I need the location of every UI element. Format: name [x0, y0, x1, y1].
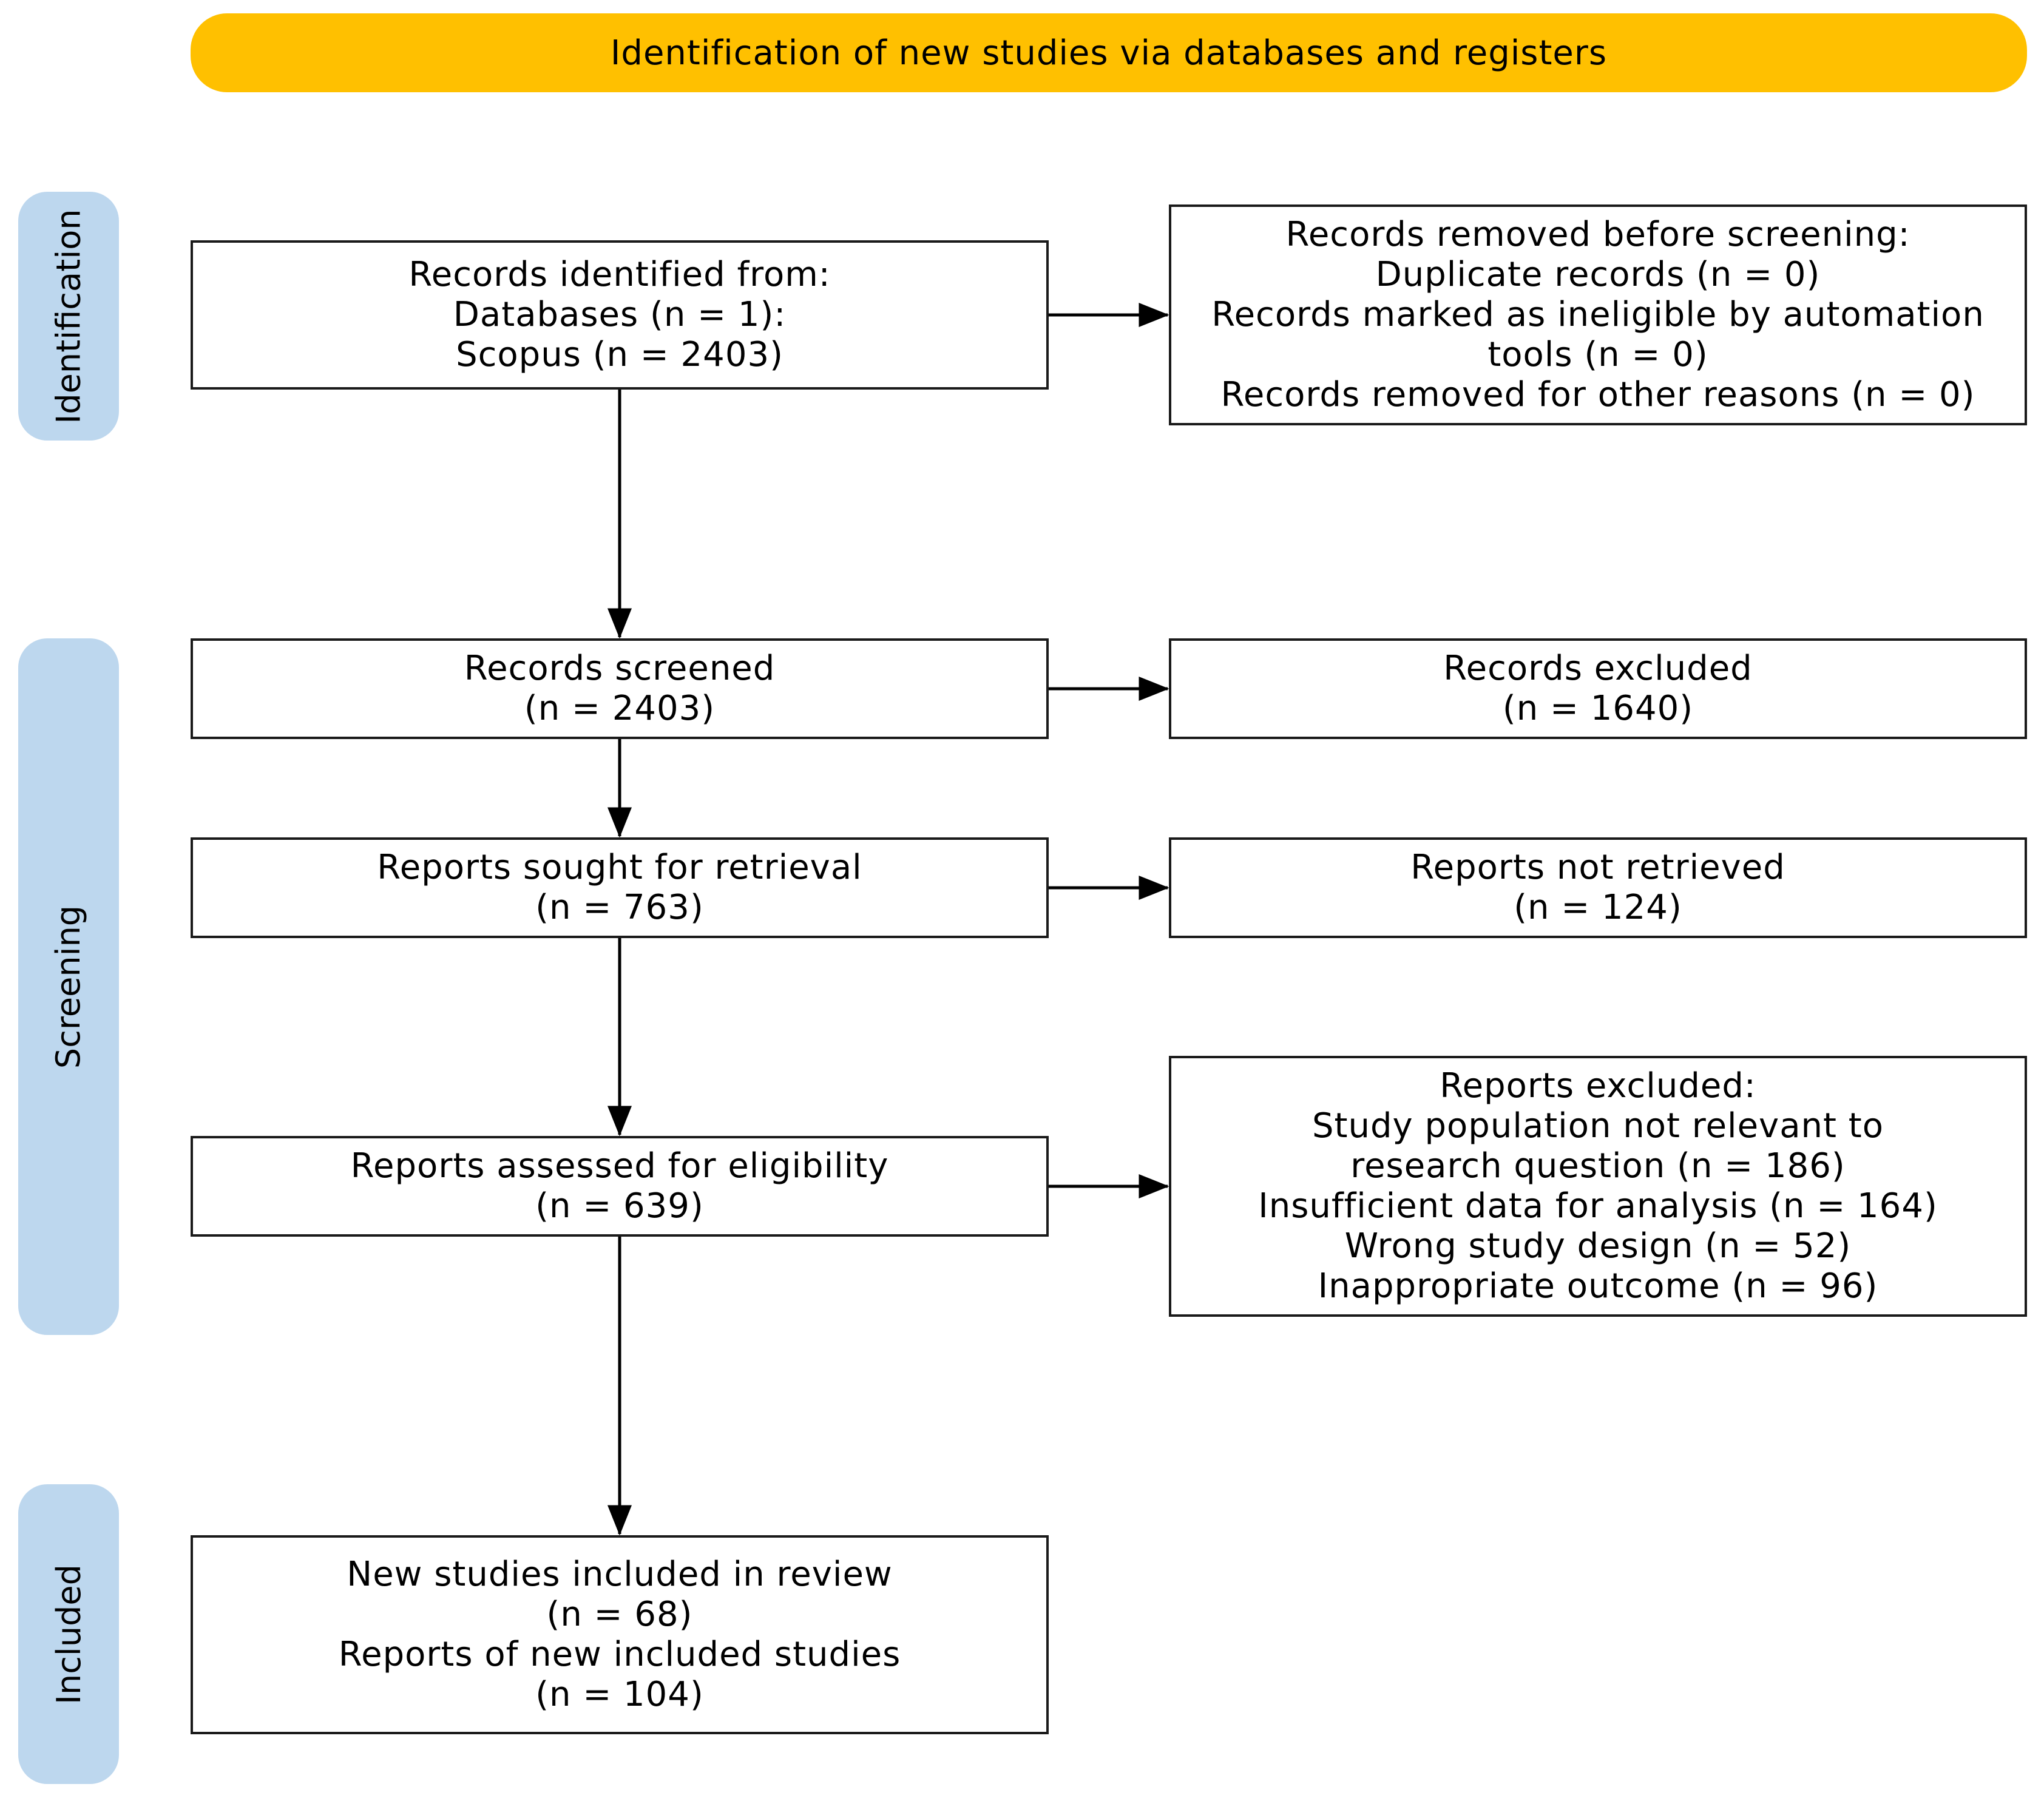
box-line: research question (n = 186) [1350, 1146, 1846, 1186]
reports-sought-box: Reports sought for retrieval (n = 763) [191, 837, 1049, 938]
header-title: Identification of new studies via databa… [610, 33, 1608, 73]
reports-assessed-box: Reports assessed for eligibility (n = 63… [191, 1136, 1049, 1237]
box-line: Reports assessed for eligibility [350, 1146, 889, 1186]
box-line: Reports of new included studies [338, 1635, 901, 1674]
phase-label-screening: Screening [18, 638, 119, 1335]
box-line: Insufficient data for analysis (n = 164) [1258, 1186, 1938, 1226]
box-line: Records removed before screening: [1285, 215, 1910, 254]
box-line: Inappropriate outcome (n = 96) [1318, 1266, 1878, 1306]
reports-excluded-box: Reports excluded: Study population not r… [1169, 1056, 2027, 1317]
box-line: Databases (n = 1): [453, 295, 787, 334]
records-identified-box: Records identified from: Databases (n = … [191, 240, 1049, 390]
box-line: (n = 2403) [524, 689, 716, 728]
box-line: (n = 104) [535, 1675, 704, 1714]
box-line: Records identified from: [408, 255, 831, 294]
records-removed-box: Records removed before screening: Duplic… [1169, 204, 2027, 425]
box-line: (n = 1640) [1502, 689, 1694, 728]
box-line: Duplicate records (n = 0) [1375, 255, 1821, 294]
reports-not-retrieved-box: Reports not retrieved (n = 124) [1169, 837, 2027, 938]
records-screened-box: Records screened (n = 2403) [191, 638, 1049, 739]
header-banner: Identification of new studies via databa… [191, 13, 2027, 92]
box-line: Records marked as ineligible by automati… [1211, 295, 1985, 334]
studies-included-box: New studies included in review (n = 68) … [191, 1535, 1049, 1734]
box-line: Wrong study design (n = 52) [1344, 1226, 1852, 1266]
box-line: Study population not relevant to [1312, 1106, 1884, 1146]
records-excluded-box: Records excluded (n = 1640) [1169, 638, 2027, 739]
box-line: Records excluded [1443, 649, 1753, 688]
phase-label-identification: Identification [18, 192, 119, 441]
box-line: Scopus (n = 2403) [456, 335, 783, 374]
box-line: Reports not retrieved [1410, 848, 1785, 887]
box-line: New studies included in review [347, 1555, 893, 1594]
box-line: (n = 639) [535, 1186, 704, 1226]
phase-label-included: Included [18, 1484, 119, 1784]
box-line: (n = 763) [535, 888, 704, 927]
box-line: (n = 124) [1514, 888, 1682, 927]
box-line: Records screened [464, 649, 776, 688]
box-line: Reports excluded: [1440, 1066, 1756, 1106]
box-line: Reports sought for retrieval [377, 848, 862, 887]
box-line: Records removed for other reasons (n = 0… [1220, 375, 1975, 414]
box-line: tools (n = 0) [1487, 335, 1708, 374]
box-line: (n = 68) [546, 1595, 693, 1634]
